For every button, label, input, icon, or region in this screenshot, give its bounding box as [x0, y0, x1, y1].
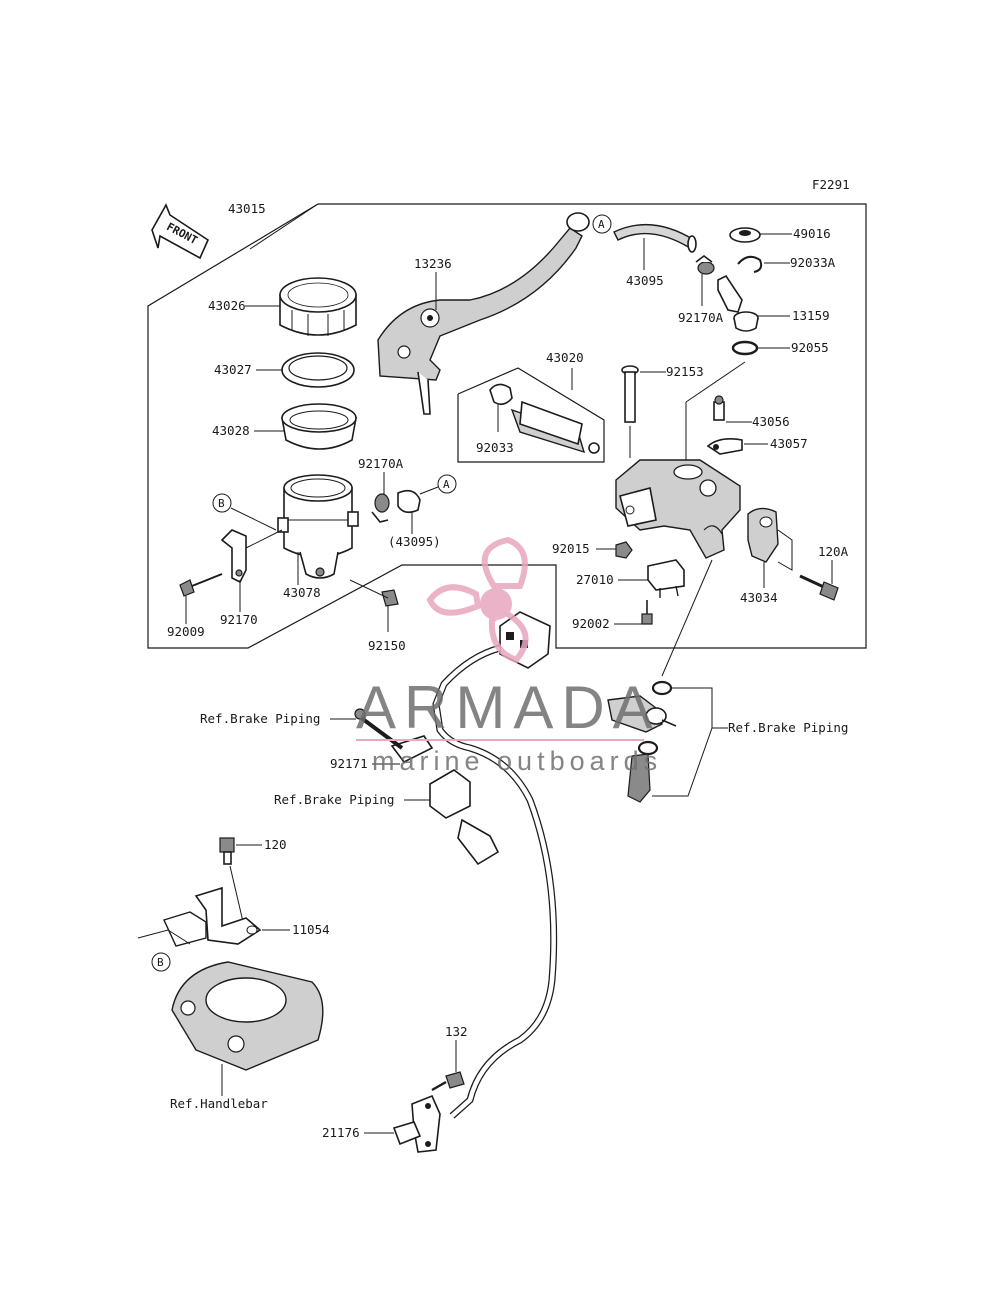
- banjo-assembly: [607, 680, 677, 803]
- piston-assembly: [489, 383, 600, 454]
- svg-text:B: B: [218, 497, 225, 510]
- label-92002: 92002: [572, 616, 610, 631]
- leader-43034-b: [777, 529, 793, 571]
- label-43020: 43020: [546, 350, 584, 365]
- svg-text:A: A: [598, 218, 605, 231]
- ref-brake-piping-left: Ref.Brake Piping: [200, 711, 320, 726]
- leader-bolt-120-bracket: [229, 865, 245, 927]
- ref-handlebar: Ref.Handlebar: [170, 1096, 268, 1111]
- reservoir-bracket: [220, 529, 247, 584]
- label-11054: 11054: [292, 922, 330, 937]
- wire-boot: [429, 769, 500, 866]
- label-92170a-mid: 92170A: [358, 456, 404, 471]
- brake-switch-21176: [392, 1094, 441, 1153]
- label-92171: 92171: [330, 756, 368, 771]
- callout-a-top: A: [592, 214, 612, 234]
- label-43015: 43015: [228, 201, 266, 216]
- callout-a-mid: A: [437, 474, 457, 494]
- leader-body-washer: [661, 559, 713, 677]
- clamp-43034: [747, 507, 779, 563]
- label-13236: 13236: [414, 256, 452, 271]
- label-132: 132: [445, 1024, 468, 1039]
- leader-bracket-tank: [245, 529, 283, 549]
- cap-49016: [729, 227, 761, 243]
- cap-43057: [706, 438, 743, 455]
- label-92033: 92033: [476, 440, 514, 455]
- label-43078: 43078: [283, 585, 321, 600]
- label-43095: 43095: [626, 273, 664, 288]
- nut-92015: [615, 541, 633, 559]
- clip-92170a-mid: [371, 489, 421, 523]
- reservoir-cap: [279, 277, 357, 336]
- label-27010: 27010: [576, 572, 614, 587]
- switch-27010: [647, 559, 685, 598]
- bolt-92153: [621, 365, 639, 423]
- master-cylinder-body: [615, 459, 741, 559]
- label-43056: 43056: [752, 414, 790, 429]
- label-43057: 43057: [770, 436, 808, 451]
- front-arrow-icon: FRONT: [151, 203, 210, 260]
- clip-92170a-top: [695, 255, 715, 275]
- bracket-11054: [163, 886, 262, 947]
- label-43095-paren: (43095): [388, 534, 441, 549]
- callout-b-bottom: B: [151, 952, 171, 972]
- label-120a: 120A: [818, 544, 849, 559]
- label-43026: 43026: [208, 298, 246, 313]
- label-43028: 43028: [212, 423, 250, 438]
- label-21176: 21176: [322, 1125, 360, 1140]
- label-92170: 92170: [220, 612, 258, 627]
- assembly-frame: [147, 203, 867, 649]
- piston-kit-frame: [457, 367, 605, 463]
- circlip-92033a: [737, 255, 763, 273]
- fitting-13159: [717, 274, 759, 332]
- leader-oring-body: [685, 361, 746, 403]
- watermark-logo: [426, 536, 529, 664]
- label-92150: 92150: [368, 638, 406, 653]
- watermark-tagline: marine outboards: [372, 746, 662, 776]
- leader-banjo: [652, 687, 713, 797]
- screw-92002: [641, 600, 653, 625]
- bolt-120a: [799, 574, 839, 601]
- watermark-brand: ARMADA: [356, 674, 661, 741]
- svg-text:A: A: [443, 478, 450, 491]
- label-13159: 13159: [792, 308, 830, 323]
- label-92055: 92055: [791, 340, 829, 355]
- label-43027: 43027: [214, 362, 252, 377]
- label-92170a-top: 92170A: [678, 310, 724, 325]
- screw-92150: [349, 579, 399, 607]
- figure-code: F2291: [812, 177, 850, 192]
- clamp-92171: [354, 708, 434, 764]
- reservoir-tank: [277, 474, 359, 579]
- label-92033a: 92033A: [790, 255, 836, 270]
- bleeder-43056: [713, 395, 725, 421]
- brake-lever: [377, 212, 590, 415]
- svg-text:B: B: [157, 956, 164, 969]
- label-43034: 43034: [740, 590, 778, 605]
- leader-a-mid: [419, 486, 439, 495]
- label-92015: 92015: [552, 541, 590, 556]
- label-49016: 49016: [793, 226, 831, 241]
- ref-brake-piping-right: Ref.Brake Piping: [728, 720, 848, 735]
- screw-92009: [179, 573, 223, 597]
- ref-brake-piping-mid: Ref.Brake Piping: [274, 792, 394, 807]
- reservoir-diaphragm: [281, 403, 357, 450]
- leader-43015: [249, 203, 319, 250]
- oring-92055: [731, 340, 759, 356]
- leader-b-top: [230, 507, 277, 531]
- hose-43095: [613, 223, 697, 253]
- reservoir-plate: [281, 352, 355, 388]
- handlebar-housing: [171, 961, 324, 1071]
- screw-132: [431, 1071, 465, 1092]
- leader-b-bottom: [137, 929, 191, 945]
- bolt-120: [219, 837, 235, 865]
- label-92009: 92009: [167, 624, 205, 639]
- label-92153: 92153: [666, 364, 704, 379]
- callout-b-top: B: [212, 493, 232, 513]
- label-120: 120: [264, 837, 287, 852]
